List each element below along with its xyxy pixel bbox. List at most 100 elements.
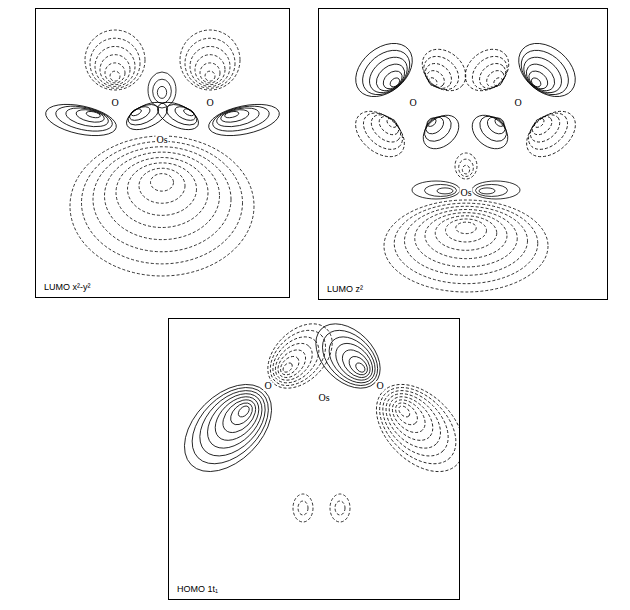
negative-contour bbox=[394, 203, 538, 284]
orbital-caption: LUMO x²-y² bbox=[42, 282, 93, 292]
negative-contour bbox=[205, 71, 215, 81]
positive-contour bbox=[210, 102, 271, 136]
negative-contour bbox=[415, 209, 518, 266]
negative-contour bbox=[357, 106, 410, 157]
negative-contour bbox=[397, 404, 412, 419]
positive-contour bbox=[329, 336, 380, 387]
negative-contour bbox=[455, 153, 477, 179]
negative-contour bbox=[459, 159, 474, 176]
negative-contour bbox=[293, 494, 313, 522]
positive-contour bbox=[423, 114, 447, 138]
positive-contour bbox=[148, 72, 176, 108]
plot-panel: LUMO z² bbox=[318, 8, 608, 300]
positive-contour bbox=[220, 107, 250, 124]
negative-contour bbox=[277, 353, 302, 378]
negative-contour bbox=[70, 136, 254, 276]
negative-contour bbox=[82, 141, 243, 264]
negative-contour bbox=[522, 106, 575, 157]
positive-contour bbox=[484, 114, 508, 138]
negative-contour bbox=[518, 102, 584, 166]
negative-contour bbox=[365, 373, 459, 478]
atom-label: O bbox=[375, 381, 384, 391]
positive-contour bbox=[346, 353, 371, 378]
negative-contour bbox=[425, 213, 507, 259]
negative-contour bbox=[366, 109, 406, 147]
negative-contour bbox=[435, 216, 497, 251]
negative-contour bbox=[335, 501, 345, 515]
negative-contour bbox=[384, 200, 548, 292]
positive-contour bbox=[236, 404, 251, 419]
positive-contour bbox=[178, 373, 283, 478]
positive-contour bbox=[508, 33, 585, 108]
negative-contour bbox=[105, 63, 125, 83]
atom-label: O bbox=[205, 98, 214, 108]
atom-label: Os bbox=[317, 393, 330, 403]
atom-label: O bbox=[263, 381, 272, 391]
positive-contour bbox=[75, 107, 105, 124]
negative-contour bbox=[139, 168, 185, 203]
negative-contour bbox=[128, 163, 197, 216]
positive-contour bbox=[388, 76, 401, 88]
contour-plot bbox=[43, 30, 282, 276]
negative-contour bbox=[533, 116, 546, 129]
negative-contour bbox=[195, 55, 225, 85]
negative-contour bbox=[386, 394, 431, 439]
negative-contour bbox=[446, 219, 487, 242]
positive-contour bbox=[479, 188, 495, 194]
negative-contour bbox=[85, 30, 145, 90]
positive-contour bbox=[187, 378, 277, 468]
positive-contour bbox=[475, 111, 511, 146]
orbital-caption: HOMO 1t₁ bbox=[175, 584, 220, 594]
plot-panel: HOMO 1t₁ bbox=[168, 318, 460, 600]
atom-label: O bbox=[513, 98, 522, 108]
positive-contour bbox=[207, 388, 267, 448]
contour-plot bbox=[169, 319, 459, 522]
negative-contour bbox=[95, 46, 135, 86]
negative-contour bbox=[376, 383, 451, 458]
negative-contour bbox=[116, 158, 208, 228]
atom-label: Os bbox=[155, 135, 168, 145]
atom-label: O bbox=[408, 98, 417, 108]
positive-contour bbox=[43, 99, 119, 141]
positive-contour bbox=[476, 184, 508, 196]
negative-contour bbox=[414, 41, 474, 99]
positive-contour bbox=[153, 79, 172, 103]
negative-contour bbox=[185, 38, 235, 88]
negative-contour bbox=[391, 399, 421, 429]
negative-contour bbox=[330, 494, 350, 522]
negative-contour bbox=[370, 378, 459, 468]
negative-contour bbox=[268, 336, 319, 387]
negative-contour bbox=[457, 41, 517, 99]
negative-contour bbox=[360, 368, 459, 488]
negative-contour bbox=[100, 55, 130, 85]
positive-contour bbox=[437, 188, 453, 194]
positive-contour bbox=[412, 181, 460, 199]
positive-contour bbox=[420, 111, 456, 146]
positive-contour bbox=[197, 383, 272, 458]
negative-contour bbox=[456, 222, 477, 234]
positive-contour bbox=[320, 328, 384, 392]
plot-panel: LUMO x²-y² bbox=[35, 8, 290, 298]
positive-contour bbox=[466, 108, 515, 155]
positive-contour bbox=[312, 320, 388, 396]
positive-contour bbox=[530, 76, 543, 88]
negative-contour bbox=[462, 165, 469, 174]
positive-contour bbox=[169, 368, 288, 488]
positive-contour bbox=[425, 184, 457, 196]
negative-contour bbox=[190, 46, 230, 86]
negative-contour bbox=[281, 361, 294, 374]
negative-contour bbox=[405, 206, 528, 275]
negative-contour bbox=[90, 38, 140, 88]
positive-contour bbox=[153, 97, 202, 136]
positive-contour bbox=[54, 102, 115, 136]
negative-contour bbox=[180, 30, 240, 90]
negative-contour bbox=[525, 109, 565, 147]
negative-contour bbox=[105, 152, 220, 240]
positive-contour bbox=[226, 399, 256, 429]
orbital-caption: LUMO z² bbox=[325, 284, 365, 294]
atom-label: O bbox=[110, 98, 119, 108]
contour-plot bbox=[345, 33, 585, 292]
negative-contour bbox=[110, 71, 120, 81]
